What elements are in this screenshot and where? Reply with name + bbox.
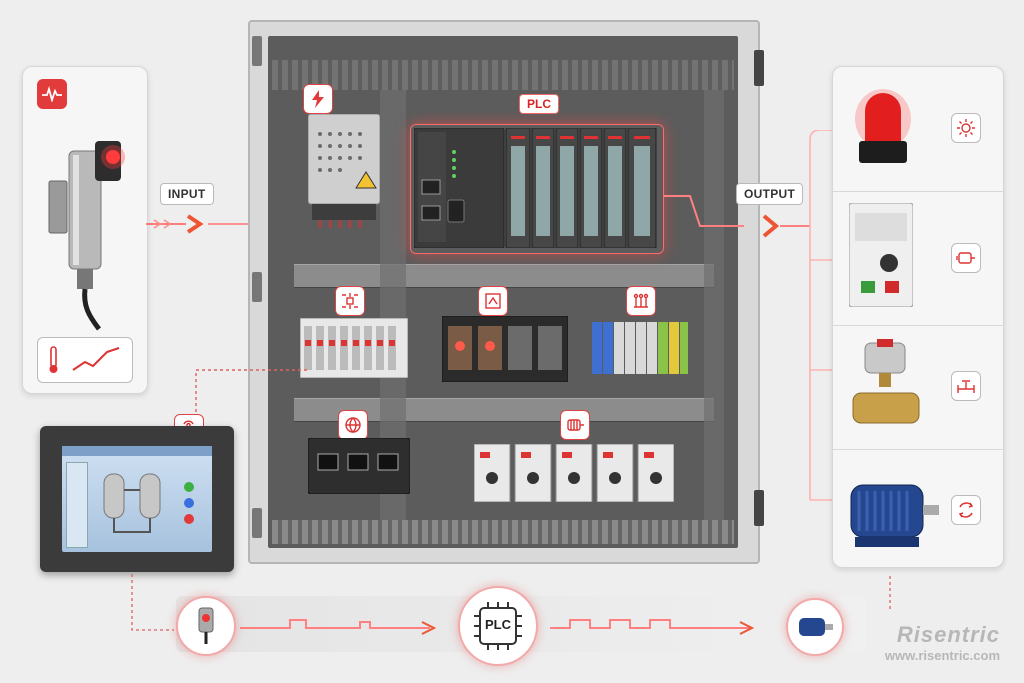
flow-sensor-node — [176, 596, 236, 656]
device-divider-3 — [833, 449, 1003, 450]
power-bolt-icon — [303, 84, 333, 114]
hmi-status-blue — [184, 498, 194, 508]
motor-protector — [849, 203, 913, 307]
network-switch — [308, 438, 410, 494]
cycle-icon — [951, 495, 981, 525]
output-label: OUTPUT — [736, 183, 803, 205]
motor-starters — [474, 444, 674, 502]
beacon-light — [851, 85, 915, 169]
watermark-url: www.risentric.com — [885, 648, 1000, 663]
circuit-breakers — [300, 318, 408, 378]
light-icon — [951, 113, 981, 143]
input-sensor-card — [22, 66, 148, 394]
hmi-status-green — [184, 482, 194, 492]
waveform-icon — [37, 79, 67, 109]
watermark: Risentric www.risentric.com — [885, 622, 1000, 663]
power-supply — [308, 114, 380, 228]
hmi-screen[interactable] — [62, 446, 212, 552]
plc-panel-label: PLC — [519, 94, 559, 114]
thermometer-trend-icon — [37, 337, 133, 383]
hmi-panel[interactable] — [40, 426, 234, 572]
relays — [442, 316, 568, 382]
plc-chip-label: PLC — [460, 617, 536, 632]
hmi-connection-line — [186, 360, 316, 420]
output-devices-card — [832, 66, 1004, 568]
rail-1 — [294, 264, 714, 288]
motorized-valve — [851, 339, 921, 439]
motor-icon — [560, 410, 590, 440]
cabinet-hinge-top — [252, 36, 262, 66]
photoelectric-sensor — [43, 131, 133, 331]
device-divider-1 — [833, 191, 1003, 192]
distribution-icon — [335, 286, 365, 316]
plc-rack — [414, 128, 658, 248]
hmi-status-red — [184, 514, 194, 524]
terminal-icon — [626, 286, 656, 316]
top-duct — [272, 60, 734, 90]
cabinet-hinge-mid — [252, 272, 262, 302]
cabinet-latch-top — [754, 50, 764, 86]
watermark-brand: Risentric — [885, 622, 1000, 648]
hmi-header — [62, 446, 212, 456]
network-globe-icon — [338, 410, 368, 440]
electric-motor — [841, 471, 945, 553]
flow-motor-node — [786, 598, 844, 656]
valve-icon — [951, 371, 981, 401]
relay-icon — [478, 286, 508, 316]
motor-outline-icon — [951, 243, 981, 273]
hmi-process-graphic — [96, 460, 176, 546]
cabinet-hinge-bottom — [252, 508, 262, 538]
bottom-duct — [272, 520, 734, 544]
device-divider-2 — [833, 325, 1003, 326]
hmi-sidebar — [66, 462, 88, 548]
flow-plc-node: PLC — [458, 586, 538, 666]
